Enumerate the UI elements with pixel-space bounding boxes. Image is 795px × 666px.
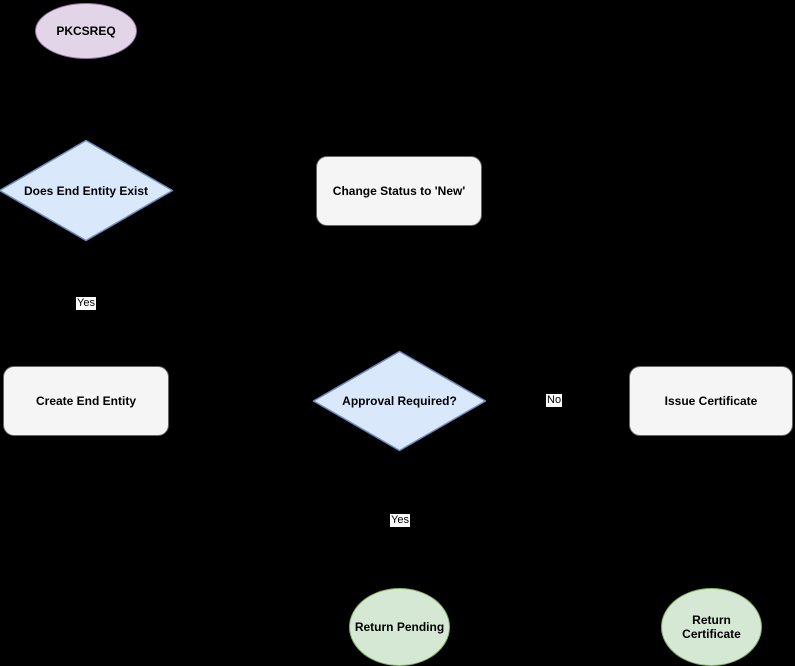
edge-label-yes-approval: Yes [390, 514, 410, 527]
node-does-end-entity-exist-label: Does End Entity Exist [23, 183, 149, 198]
node-pkcsreq-label: PKCSREQ [56, 24, 116, 38]
edge-label-yes-approval-text: Yes [391, 514, 409, 526]
node-issue-certificate-label: Issue Certificate [664, 394, 758, 408]
node-does-end-entity-exist[interactable]: Does End Entity Exist [0, 139, 174, 242]
flowchart-canvas: PKCSREQ Does End Entity Exist Change Sta… [0, 3, 793, 666]
node-approval-required-label: Approval Required? [342, 394, 457, 408]
edge-label-yes-exists-text: Yes [77, 297, 95, 309]
edge-label-no-approval: No [546, 394, 563, 407]
diamond-shape-icon [0, 139, 174, 242]
node-change-status-label: Change Status to 'New' [332, 184, 466, 198]
node-pkcsreq[interactable]: PKCSREQ [35, 3, 137, 59]
node-approval-required[interactable]: Approval Required? [312, 350, 487, 452]
diamond-shape-icon [312, 350, 487, 452]
edge-label-yes-exists: Yes [76, 297, 96, 310]
node-return-certificate-label: Return Certificate [682, 613, 741, 641]
node-issue-certificate[interactable]: Issue Certificate [629, 366, 793, 436]
edge-label-no-approval-text: No [547, 394, 562, 406]
node-return-pending-label: Return Pending [354, 620, 445, 634]
node-change-status[interactable]: Change Status to 'New' [316, 156, 482, 226]
node-create-end-entity-label: Create End Entity [35, 394, 137, 408]
node-return-pending[interactable]: Return Pending [349, 588, 450, 666]
node-create-end-entity[interactable]: Create End Entity [3, 366, 169, 436]
node-return-certificate[interactable]: Return Certificate [661, 588, 762, 666]
